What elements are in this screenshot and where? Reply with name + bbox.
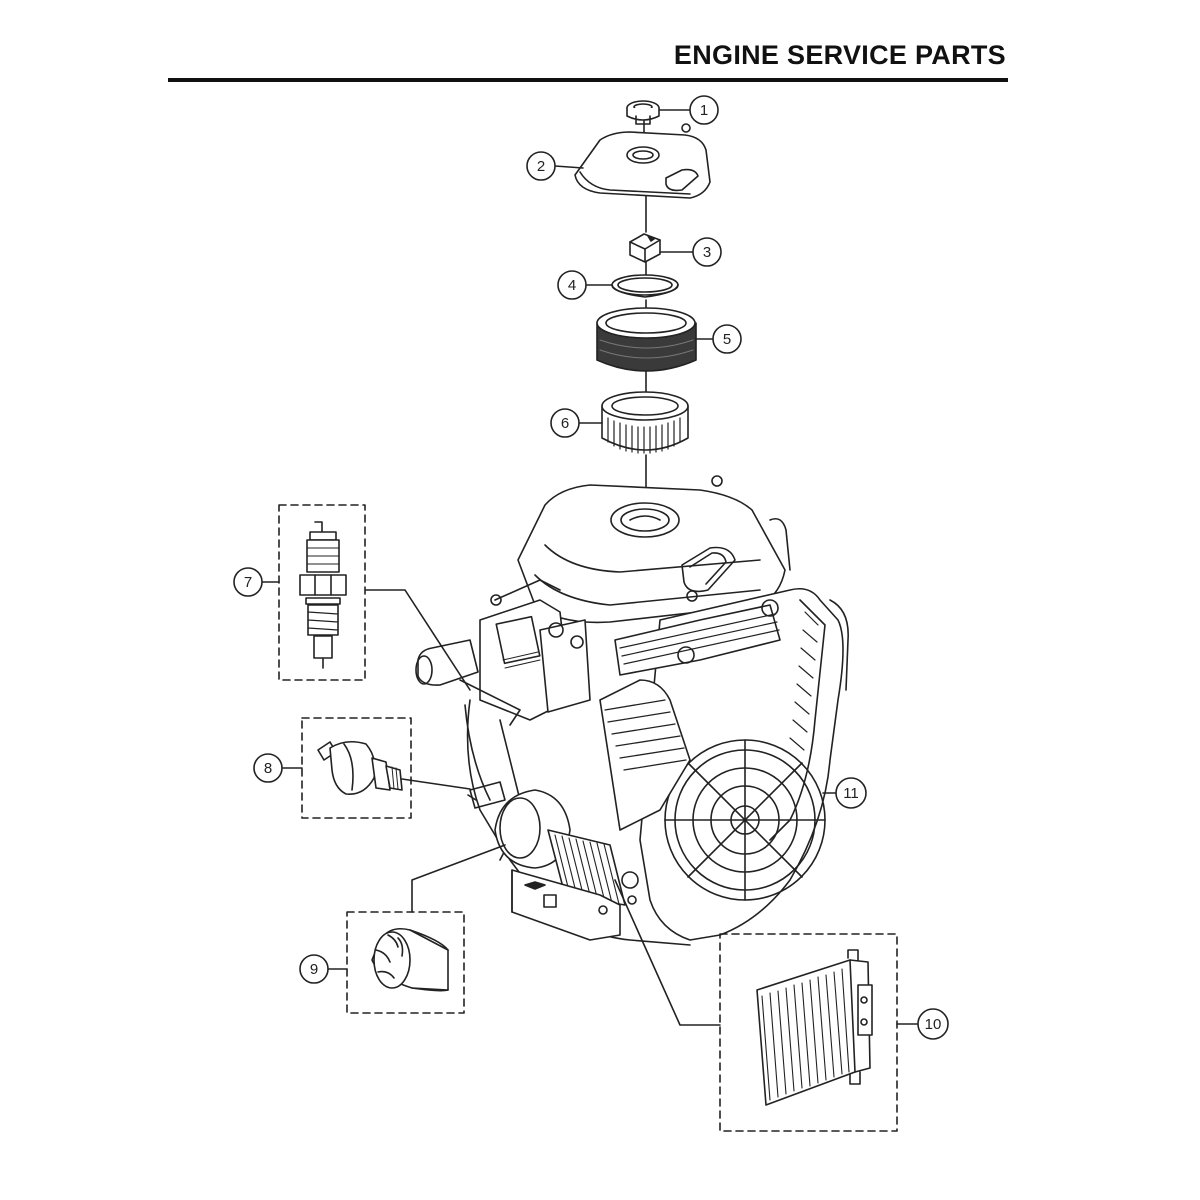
pre-cleaner-foam <box>596 307 697 372</box>
oil-filter-box <box>346 911 465 1014</box>
callout-line <box>554 165 584 169</box>
callout-number-8: 8 <box>264 760 272 777</box>
callout-circle <box>689 95 719 125</box>
callout-number-9: 9 <box>310 961 318 978</box>
leader-line-7 <box>365 589 471 691</box>
callout-circle <box>557 270 587 300</box>
callout-circle <box>550 408 580 438</box>
callout-number-5: 5 <box>723 331 731 348</box>
callout-circle <box>712 324 742 354</box>
filter-nut <box>629 233 661 263</box>
callout-circle <box>299 954 329 984</box>
callout-circle <box>917 1008 949 1040</box>
callout-circle <box>692 237 722 267</box>
callout-number-7: 7 <box>244 574 252 591</box>
callout-number-11: 11 <box>843 785 859 802</box>
paper-filter <box>601 391 689 454</box>
callout-number-4: 4 <box>568 277 576 294</box>
callout-number-1: 1 <box>700 102 708 119</box>
page-title: ENGINE SERVICE PARTS <box>673 40 1006 70</box>
oil-cooler <box>756 949 873 1106</box>
air-cleaner-cover <box>574 123 711 199</box>
oil-filter <box>371 927 449 992</box>
oil-pressure-switch <box>317 740 403 795</box>
callout-number-6: 6 <box>561 415 569 432</box>
title-rule <box>168 78 1008 82</box>
callout-number-2: 2 <box>537 158 545 175</box>
callout-circle <box>526 151 556 181</box>
callout-number-10: 10 <box>925 1016 942 1033</box>
oil-pressure-switch-box <box>301 717 412 819</box>
seal-ring <box>611 274 679 298</box>
engine-assembly <box>415 475 849 946</box>
spark-plug <box>299 521 347 669</box>
callout-circle <box>233 567 263 597</box>
leader-line-8 <box>401 778 471 790</box>
callout-circle <box>253 753 283 783</box>
callout-number-3: 3 <box>703 244 711 261</box>
wing-nut <box>626 100 660 125</box>
oil-cooler-box <box>719 933 898 1132</box>
leader-line-10 <box>614 879 721 1026</box>
spark-plug-box <box>278 504 366 681</box>
leader-line-9 <box>411 844 506 913</box>
callout-circle <box>835 777 867 809</box>
